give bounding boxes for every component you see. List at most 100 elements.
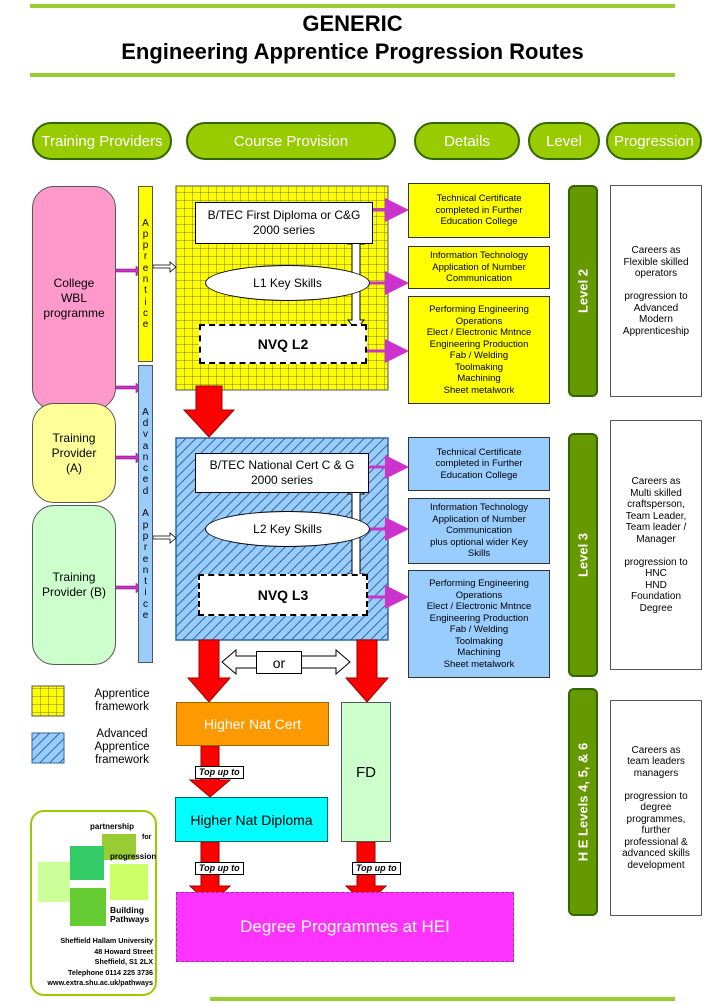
text-line: Foundation xyxy=(630,591,682,602)
bar-letter xyxy=(144,497,147,508)
text-line: advanced skills xyxy=(622,848,690,860)
bar-letter: c xyxy=(143,598,148,610)
text-line: Flexible skilled xyxy=(623,256,689,268)
text-line: Team Leader, xyxy=(625,510,687,522)
text-line: Team leader / xyxy=(625,522,687,533)
header-details: Details xyxy=(414,122,520,160)
bar-letter: t xyxy=(144,576,147,588)
text-line: Degree xyxy=(639,602,673,614)
topup-label-fd: Top up to xyxy=(352,862,401,875)
text-line: team leaders xyxy=(627,756,685,768)
text-line: Machining xyxy=(457,373,501,384)
text-line: progression to xyxy=(624,790,688,802)
bar-letter: p xyxy=(142,240,149,252)
text-line: Machining xyxy=(457,647,501,658)
top-rule xyxy=(30,4,675,8)
text-line: further xyxy=(641,825,671,837)
text-line: Operations xyxy=(455,589,503,601)
text-line xyxy=(624,545,687,557)
text-line: degree xyxy=(640,802,672,814)
l1-key-skills-ellipse: L1 Key Skills xyxy=(205,265,370,301)
nvq-l3-box: NVQ L3 xyxy=(198,574,368,616)
red-arrow-l2-l3 xyxy=(182,385,236,438)
text-line: Information Technology xyxy=(429,250,529,262)
text-line: plus optional wider Key xyxy=(430,536,528,548)
text-line: Performing Engineering xyxy=(429,304,529,315)
text-line: Communication xyxy=(446,525,512,537)
or-label: or xyxy=(256,651,302,674)
bar-letter: A xyxy=(142,217,149,229)
bar-letter: i xyxy=(144,587,147,599)
bar-letter: n xyxy=(142,564,149,576)
text-line: completed in Further xyxy=(435,458,523,470)
text-line: Modern xyxy=(639,314,673,325)
text-line: Engineering Production xyxy=(429,612,529,624)
text-line xyxy=(623,280,689,292)
text-line: Education College xyxy=(440,469,518,481)
bar-letter: A xyxy=(142,508,149,520)
text-line xyxy=(622,779,690,791)
text-line: Technical Certificate xyxy=(436,446,522,458)
bar-letter: n xyxy=(142,274,149,285)
bar-letter: p xyxy=(142,530,149,542)
text-line: Application of Number xyxy=(432,513,526,525)
higher-nat-diploma-box: Higher Nat Diploma xyxy=(175,797,328,842)
text-line: operators xyxy=(634,268,678,279)
level-he-bar: H E Levels 4, 5, & 6 xyxy=(568,688,598,916)
text-line: Education College xyxy=(440,216,518,228)
higher-nat-cert-box: Higher Nat Cert xyxy=(176,702,329,746)
text-line: HNC xyxy=(645,568,667,579)
degree-programmes-box: Degree Programmes at HEI xyxy=(176,892,514,962)
text-line: Advanced xyxy=(633,302,679,314)
text-line: Apprenticeship xyxy=(622,325,690,337)
header-course-provision: Course Provision xyxy=(186,122,396,160)
text-line: Application of Number xyxy=(432,261,526,273)
text-line: completed in Further xyxy=(435,204,523,216)
header-progression: Progression xyxy=(606,122,702,160)
text-line: Careers as xyxy=(631,476,681,487)
legend-advanced-swatch xyxy=(31,732,65,764)
text-line: Manager xyxy=(636,533,676,545)
text-line: Information Technology xyxy=(429,502,529,514)
bar-letter: e xyxy=(142,474,149,486)
bar-letter: r xyxy=(143,542,148,554)
text-line: Elect / Electronic Mntnce xyxy=(426,601,532,612)
header-training-providers: Training Providers xyxy=(32,122,172,160)
text-line: Elect / Electronic Mntnce xyxy=(426,327,532,338)
text-line: professional & xyxy=(624,836,688,848)
text-line: Skills xyxy=(467,548,491,560)
bar-letter: t xyxy=(144,285,147,297)
text-line: Fab / Welding xyxy=(449,624,509,635)
bar-letter: d xyxy=(142,417,149,429)
bar-letter: e xyxy=(142,319,149,331)
bar-letter: c xyxy=(143,463,148,475)
text-line: Toolmaking xyxy=(454,361,504,373)
bar-letter: p xyxy=(142,228,149,240)
bar-letter: p xyxy=(142,519,149,531)
bar-letter: i xyxy=(144,296,147,308)
bar-letter: n xyxy=(142,451,149,463)
text-line: Sheet metalwork xyxy=(443,658,515,670)
text-line: progression to xyxy=(624,291,688,302)
text-line: Operations xyxy=(455,315,503,327)
bar-letter: e xyxy=(142,610,149,622)
bar-letter: A xyxy=(142,406,149,418)
text-line: Sheet metalwork xyxy=(443,384,515,396)
text-line: Engineering Production xyxy=(429,338,529,350)
text-line: Technical Certificate xyxy=(436,193,522,205)
level-3-bar: Level 3 xyxy=(568,433,598,677)
text-line: craftsperson, xyxy=(627,499,685,510)
